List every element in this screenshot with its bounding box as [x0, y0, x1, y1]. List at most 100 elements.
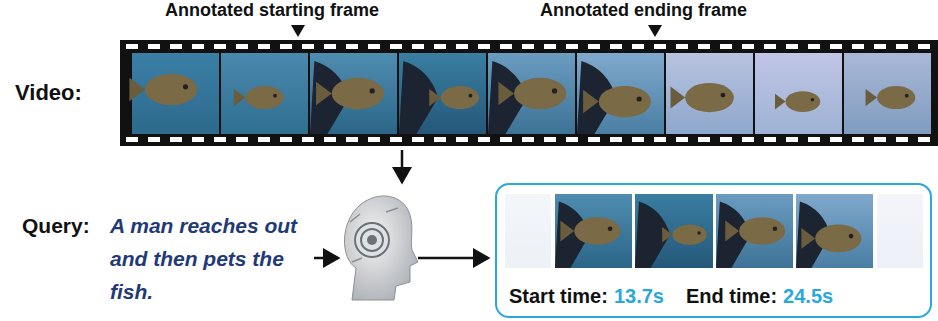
time-row: Start time: 13.7s End time: 24.5s	[509, 285, 841, 308]
perforation	[698, 137, 710, 142]
perforation	[368, 44, 380, 49]
perforation	[764, 44, 776, 49]
perforation	[412, 137, 424, 142]
perforation	[654, 44, 666, 49]
perforation	[170, 137, 182, 142]
perforation	[720, 137, 732, 142]
perforation	[192, 44, 204, 49]
result-frames	[505, 194, 923, 268]
perforation	[610, 137, 622, 142]
video-frame	[399, 53, 486, 134]
down-arrow	[401, 150, 404, 182]
video-frame	[716, 194, 793, 268]
perforation	[258, 137, 270, 142]
perforation	[390, 137, 402, 142]
time-label: End time:	[686, 285, 777, 308]
time-value: 24.5s	[783, 285, 833, 308]
video-frames	[129, 53, 931, 134]
video-frame	[844, 53, 931, 134]
perforation	[412, 44, 424, 49]
perforation	[368, 137, 380, 142]
start-pointer	[291, 25, 305, 37]
perforation	[896, 44, 908, 49]
video-frame	[129, 53, 219, 134]
perforation	[588, 137, 600, 142]
result-box: Start time: 13.7s End time: 24.5s	[495, 183, 932, 318]
perforation	[346, 44, 358, 49]
perforation	[214, 137, 226, 142]
perforation	[852, 137, 864, 142]
perforation	[126, 137, 138, 142]
perforation	[676, 44, 688, 49]
perforation	[236, 137, 248, 142]
perforation	[566, 44, 578, 49]
perforation	[830, 137, 842, 142]
query-arrow	[314, 257, 338, 260]
perforation	[522, 44, 534, 49]
perforation	[192, 137, 204, 142]
perforation	[654, 137, 666, 142]
video-frame	[796, 194, 873, 268]
perforation	[456, 44, 468, 49]
video-frame	[877, 194, 923, 268]
perforation	[918, 44, 930, 49]
video-frame	[577, 53, 664, 134]
perforation	[874, 44, 886, 49]
perforation	[148, 44, 160, 49]
perforation	[456, 137, 468, 142]
video-frame	[310, 53, 397, 134]
end-pointer	[648, 25, 662, 37]
perforation	[918, 137, 930, 142]
perforation	[302, 44, 314, 49]
perforation	[676, 137, 688, 142]
perforation	[280, 44, 292, 49]
perforation	[588, 44, 600, 49]
perforation	[632, 137, 644, 142]
perforation	[214, 44, 226, 49]
perforation	[808, 44, 820, 49]
frame-annotation: Annotated starting frame	[165, 0, 379, 21]
perforation	[280, 137, 292, 142]
perforation	[522, 137, 534, 142]
perforation	[830, 44, 842, 49]
perforation	[346, 137, 358, 142]
perforation	[566, 137, 578, 142]
video-frame	[755, 53, 842, 134]
perforation	[324, 44, 336, 49]
perforation	[764, 137, 776, 142]
video-frame	[221, 53, 308, 134]
perforation	[236, 44, 248, 49]
perforation	[302, 137, 314, 142]
perforation	[390, 44, 402, 49]
perforation	[126, 44, 138, 49]
perforation	[896, 137, 908, 142]
robot-head	[344, 196, 418, 300]
perforation	[720, 44, 732, 49]
perforation	[434, 137, 446, 142]
video-frame	[635, 194, 713, 268]
perforation	[544, 44, 556, 49]
perforation	[324, 137, 336, 142]
output-arrow	[418, 257, 488, 260]
perforation	[434, 44, 446, 49]
perforation	[500, 44, 512, 49]
perforation	[610, 44, 622, 49]
film-strip	[120, 40, 938, 146]
perforation	[874, 137, 886, 142]
perforation	[698, 44, 710, 49]
time-value: 13.7s	[614, 285, 664, 308]
perforation	[478, 44, 490, 49]
perforation	[852, 44, 864, 49]
query-text: A man reaches out and then pets the fish…	[110, 209, 310, 308]
perforation	[742, 137, 754, 142]
film-perforations	[126, 44, 930, 142]
query-label: Query:	[22, 214, 90, 238]
time-label: Start time:	[509, 285, 608, 308]
perforation	[170, 44, 182, 49]
perforation	[500, 137, 512, 142]
perforation	[478, 137, 490, 142]
perforation	[786, 44, 798, 49]
frame-annotation: Annotated ending frame	[540, 0, 747, 21]
video-frame	[666, 53, 753, 134]
